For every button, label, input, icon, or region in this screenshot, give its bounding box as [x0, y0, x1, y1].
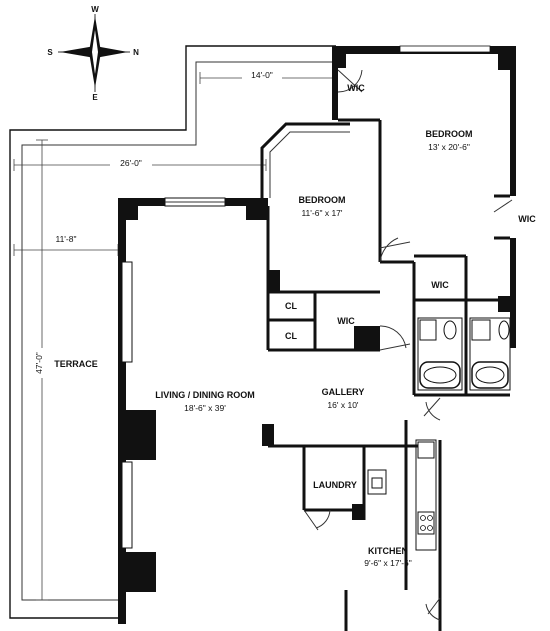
gallery-size: 16' x 10'	[327, 400, 359, 410]
living-name: LIVING / DINING ROOM	[155, 390, 255, 400]
wic-right-label: WIC	[518, 214, 536, 224]
bedroom-second-size: 11'-6" x 17'	[301, 208, 342, 218]
bathroom-left	[417, 317, 463, 391]
bedroom-second-name: BEDROOM	[299, 195, 346, 205]
cl-bottom-label: CL	[285, 331, 297, 341]
living-size: 18'-6" x 39'	[184, 403, 226, 413]
dim-terrace-width: 11'-8"	[55, 234, 76, 244]
dim-middle: 26'-0"	[120, 158, 142, 168]
laundry-label: LAUNDRY	[313, 480, 357, 490]
dim-terrace-height: 47'-0"	[34, 352, 44, 374]
compass-west: W	[91, 5, 99, 14]
wic-inner-label: WIC	[337, 316, 355, 326]
kitchen-counter	[415, 439, 437, 551]
kitchen-name: KITCHEN	[368, 546, 408, 556]
door-swings	[303, 69, 513, 621]
wic-mid-label: WIC	[431, 280, 449, 290]
wic-top-label: WIC	[347, 83, 365, 93]
kitchen-size: 9'-6" x 17'-6"	[364, 558, 412, 568]
dim-top: 14'-0"	[251, 70, 273, 80]
bedroom-master-name: BEDROOM	[426, 129, 473, 139]
terrace-label: TERRACE	[54, 359, 98, 369]
compass-icon	[58, 14, 130, 92]
bedroom-master-size: 13' x 20'-6"	[428, 142, 470, 152]
compass-north: N	[133, 48, 139, 57]
gallery-name: GALLERY	[322, 387, 365, 397]
interior-walls	[266, 118, 510, 631]
compass-east: E	[92, 93, 98, 102]
bathroom-right	[469, 317, 511, 391]
cl-top-label: CL	[285, 301, 297, 311]
compass-south: S	[47, 48, 53, 57]
